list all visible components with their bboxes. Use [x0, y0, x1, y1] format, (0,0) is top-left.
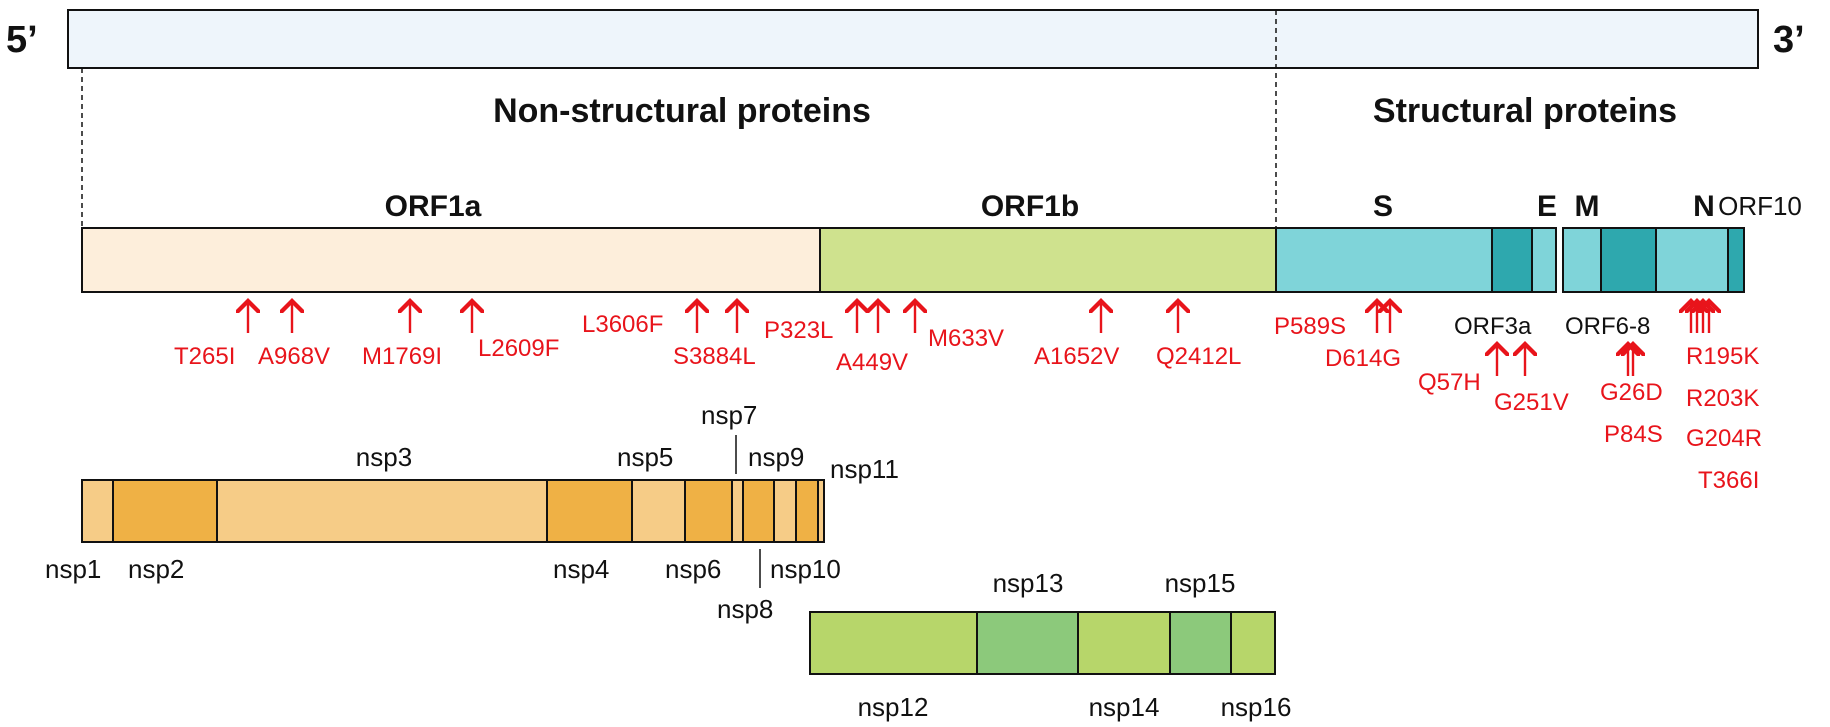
s-label: S [1373, 190, 1393, 223]
orf1b-label: ORF1b [981, 190, 1079, 223]
nsp-label: nsp5 [617, 442, 673, 472]
e-segment [1531, 227, 1557, 293]
three-prime-label: 3’ [1773, 19, 1805, 61]
nsp2-segment [112, 479, 218, 543]
mutation-label: G26D [1600, 379, 1663, 406]
mutation-label: G204R [1686, 425, 1762, 452]
m-label: M [1575, 190, 1600, 223]
nsp4-segment [546, 479, 633, 543]
m-segment [1562, 227, 1602, 293]
mutation-label: Q57H [1418, 369, 1481, 396]
nsp9-segment [773, 479, 797, 543]
mutation-label: P589S [1274, 313, 1346, 340]
nsp-label: nsp7 [701, 400, 757, 430]
orf1a-label: ORF1a [385, 190, 482, 223]
nsp-label: nsp16 [1221, 692, 1292, 722]
mutation-label: T366I [1698, 467, 1759, 494]
mutation-label: D614G [1325, 345, 1401, 372]
nsp16-segment [1230, 611, 1276, 675]
nsp-label: nsp9 [748, 442, 804, 472]
mutation-label: Q2412L [1156, 343, 1241, 370]
structural-header: Structural proteins [1373, 92, 1677, 130]
nsp7-segment [731, 479, 744, 543]
nsp14-segment [1077, 611, 1171, 675]
mutation-label: P84S [1604, 421, 1663, 448]
genome-bar [67, 9, 1759, 69]
n-segment [1655, 227, 1729, 293]
mutation-arrows [248, 301, 1709, 376]
mutation-label: L2609F [478, 335, 559, 362]
spike-segment [1275, 227, 1493, 293]
nsp10-segment [795, 479, 819, 543]
nsp-label: nsp15 [1165, 568, 1236, 598]
orf1b-nsp-bar [809, 611, 1276, 675]
nsp-label: nsp1 [45, 554, 101, 584]
nsp-label: nsp11 [830, 454, 899, 484]
e-label: E [1537, 190, 1557, 223]
mutation-label: M633V [928, 325, 1004, 352]
mutation-label: A968V [258, 343, 330, 370]
mutation-label: M1769I [362, 343, 442, 370]
orf6-8-segment [1600, 227, 1657, 293]
nsp-label: nsp6 [665, 554, 721, 584]
nsp-label: nsp13 [993, 568, 1064, 598]
mutation-label: P323L [764, 317, 833, 344]
nsp13-segment [976, 611, 1079, 675]
mutation-label: L3606F [582, 311, 663, 338]
orf1a-segment [81, 227, 821, 293]
orf10-label: ORF10 [1718, 191, 1802, 221]
nsp15-segment [1169, 611, 1232, 675]
nsp8-segment [742, 479, 775, 543]
nsp3-segment [216, 479, 548, 543]
mutation-label: G251V [1494, 389, 1569, 416]
orf6-8-label: ORF6-8 [1565, 313, 1650, 340]
nsp11-segment [817, 479, 825, 543]
nsp-label: nsp3 [356, 442, 412, 472]
mutation-label: S3884L [673, 343, 756, 370]
nsp1-segment [81, 479, 114, 543]
nsp-label: nsp12 [858, 692, 929, 722]
orf3a-label: ORF3a [1454, 313, 1532, 340]
nsp-label: nsp2 [128, 554, 184, 584]
mutation-label: A449V [836, 349, 908, 376]
nsp-label: nsp4 [553, 554, 609, 584]
mutation-label: T265I [174, 343, 235, 370]
orf1b-segment [819, 227, 1277, 293]
n-label: N [1693, 190, 1715, 223]
orf10-segment [1727, 227, 1745, 293]
mutation-label: A1652V [1034, 343, 1119, 370]
nsp-label: nsp8 [717, 594, 773, 624]
mutation-label: R203K [1686, 385, 1759, 412]
nsp-label: nsp14 [1089, 692, 1160, 722]
nsp12-segment [809, 611, 978, 675]
nsp6-segment [684, 479, 733, 543]
orf3a-segment [1491, 227, 1533, 293]
orf1a-nsp-bar [81, 479, 825, 543]
mutation-label: R195K [1686, 343, 1759, 370]
nonstructural-header: Non-structural proteins [493, 92, 871, 130]
nsp-label: nsp10 [770, 554, 841, 584]
nsp5-segment [631, 479, 686, 543]
five-prime-label: 5’ [6, 19, 38, 61]
